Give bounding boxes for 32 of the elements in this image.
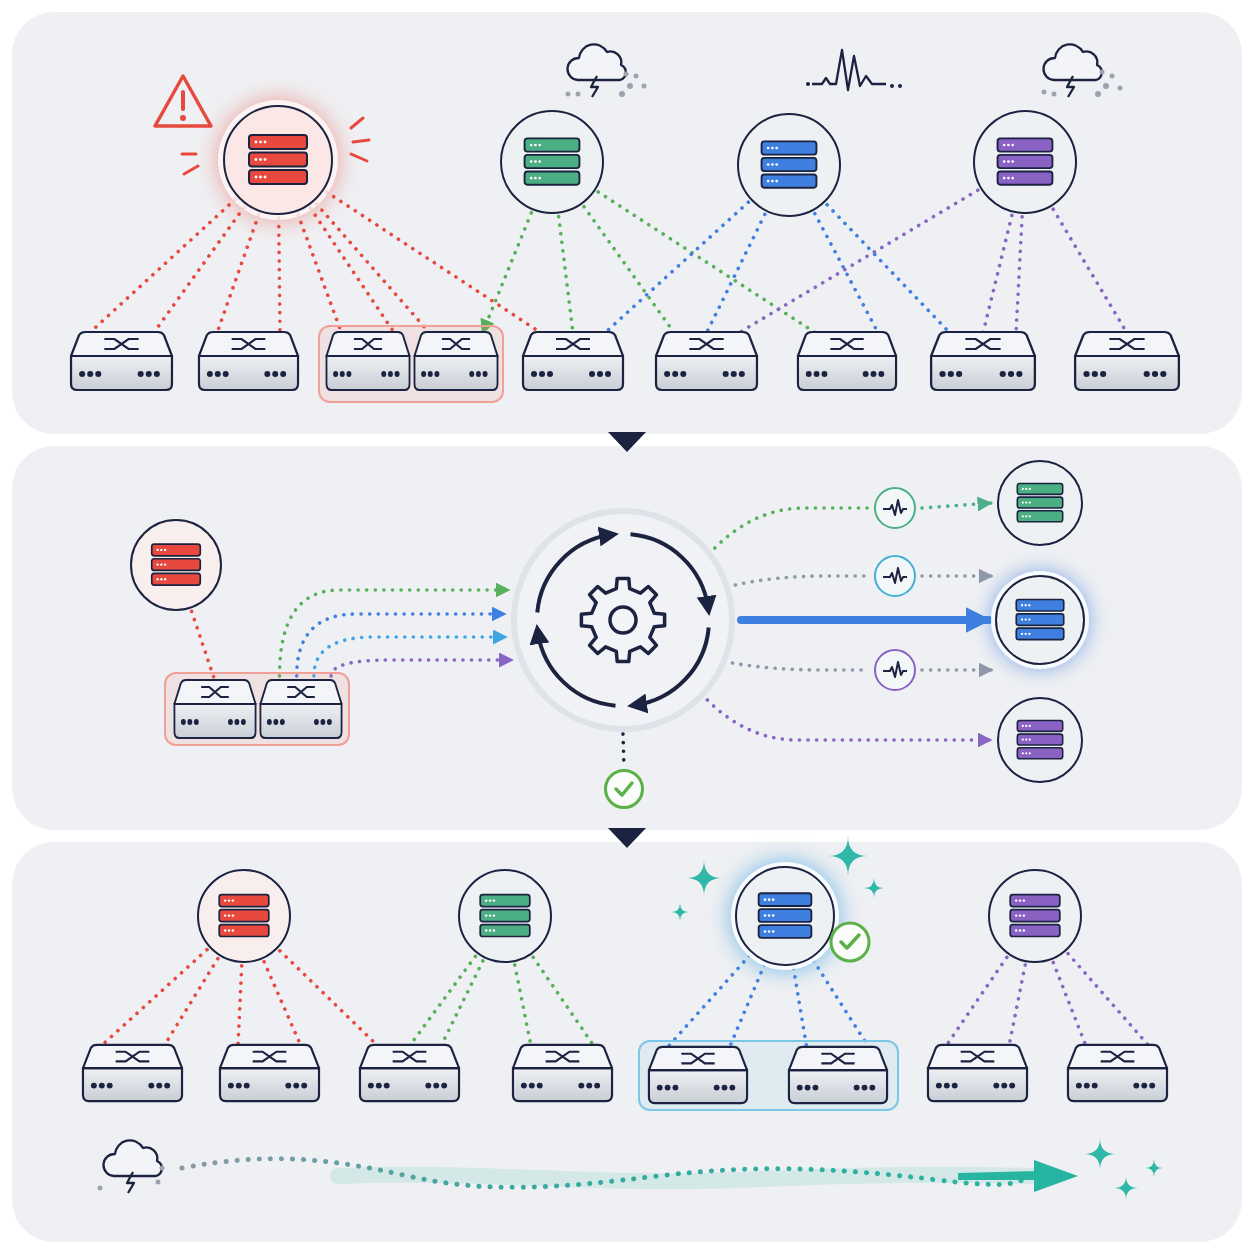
dotted-connector <box>713 506 870 550</box>
network-switch <box>1065 1043 1170 1103</box>
highlight-group-box <box>318 325 504 403</box>
connector-arrow <box>737 607 993 633</box>
connector-arrow <box>920 496 993 512</box>
connector-arrow <box>705 698 993 748</box>
connector-arrow <box>920 568 994 584</box>
network-switch <box>795 330 899 392</box>
network-switch <box>646 1045 750 1105</box>
highlight-group-box <box>164 672 350 746</box>
connector-arrow <box>312 629 509 678</box>
network-switch <box>258 678 344 740</box>
network-switch <box>653 330 760 392</box>
connector-arrow <box>294 606 507 678</box>
connector-arrow <box>920 662 994 678</box>
network-switch <box>357 1043 462 1103</box>
network-switch <box>510 1043 615 1103</box>
network-switch <box>1072 330 1182 392</box>
network-switch <box>412 330 500 392</box>
network-switch <box>172 678 258 740</box>
network-switch <box>786 1045 890 1105</box>
network-switch <box>928 330 1038 392</box>
network-switch <box>925 1043 1030 1103</box>
network-switch <box>217 1043 322 1103</box>
network-switch <box>324 330 412 392</box>
highlight-group-box <box>638 1040 899 1111</box>
network-switch <box>80 1043 185 1103</box>
connector-arrow <box>277 582 511 678</box>
network-switch <box>68 330 175 392</box>
network-switch <box>196 330 301 392</box>
connector-arrow <box>329 652 515 678</box>
network-switch <box>520 330 626 392</box>
